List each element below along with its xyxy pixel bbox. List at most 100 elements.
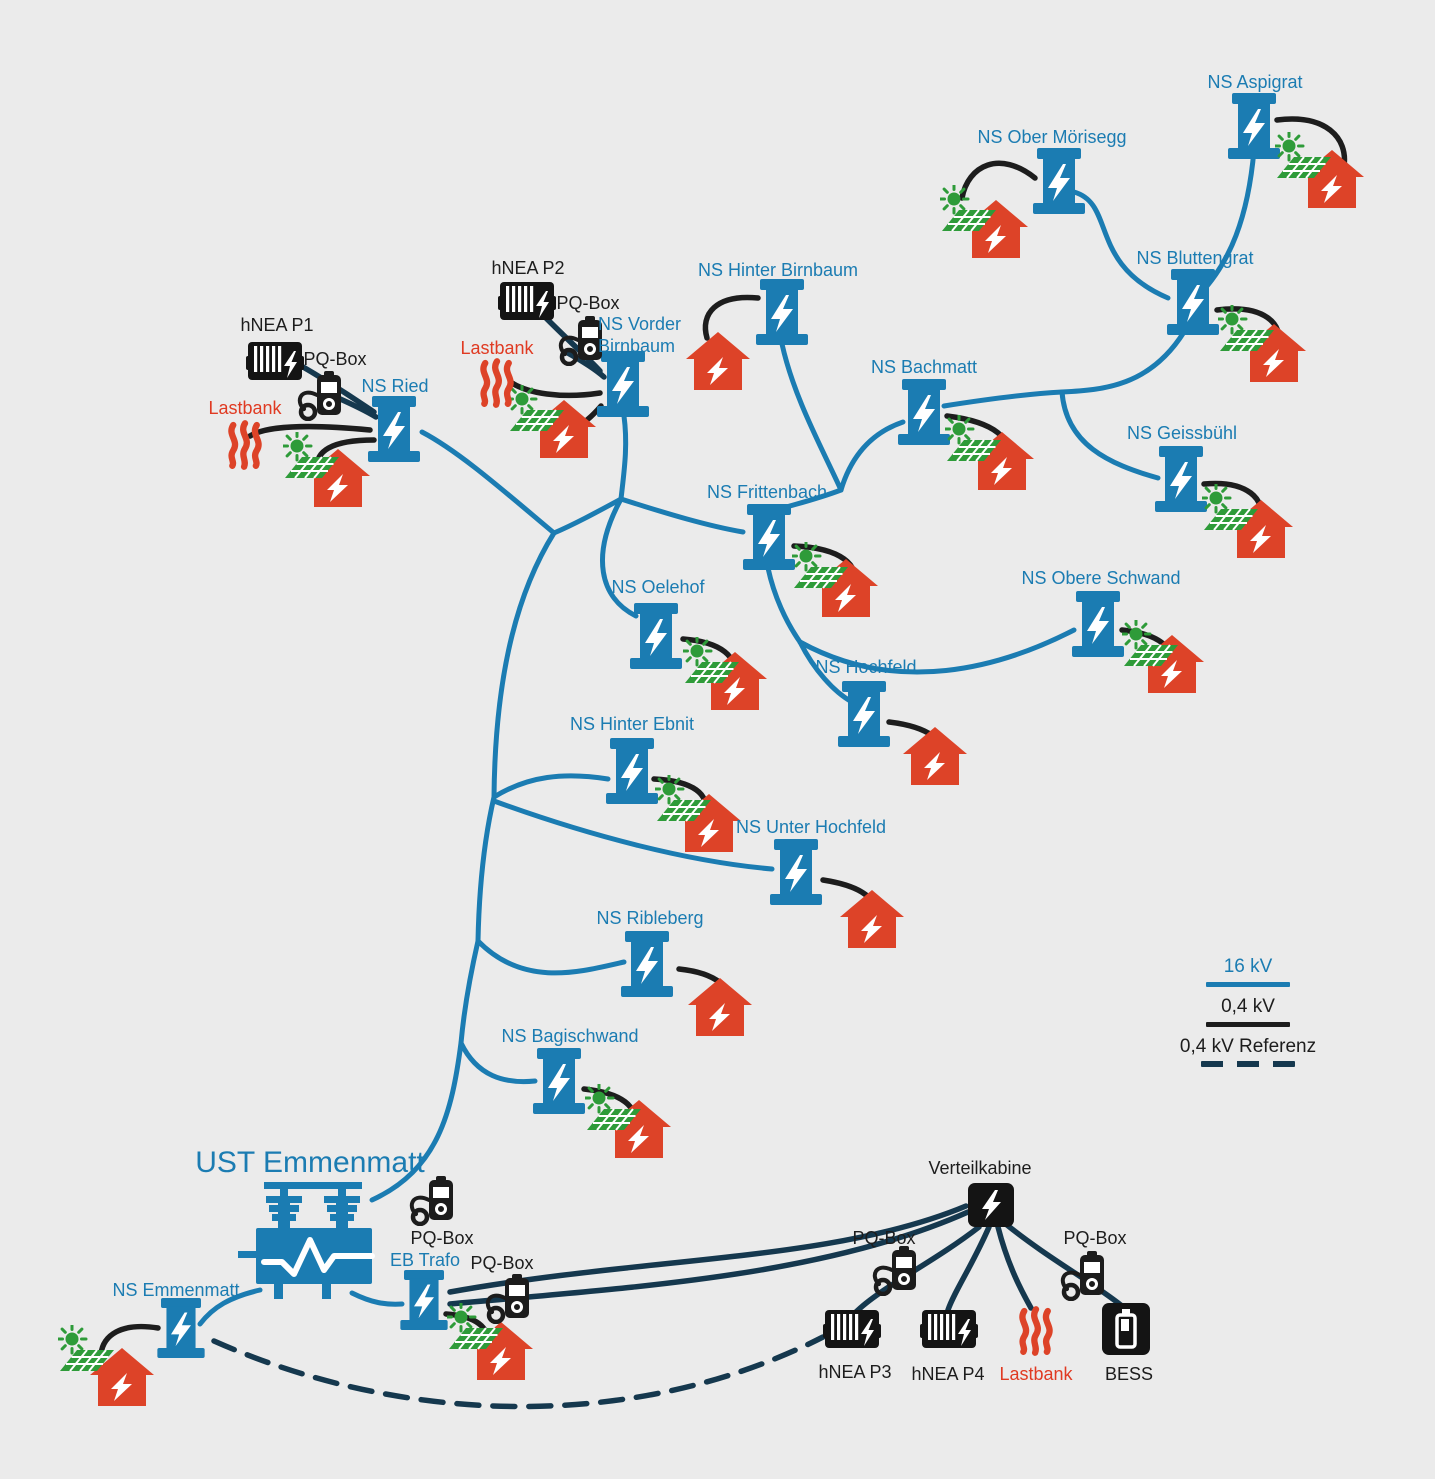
edge-kv16-9 xyxy=(618,496,746,535)
edge-kv16-13 xyxy=(491,530,557,800)
label-bess: BESS xyxy=(1105,1364,1153,1384)
edge-navy-53 xyxy=(945,1224,992,1313)
ns-ober-moerisegg-transformer-icon xyxy=(1033,148,1085,214)
label-lastbank-3: Lastbank xyxy=(999,1364,1073,1384)
label-hnea-p2: hNEA P2 xyxy=(491,258,564,278)
label-hnea-p1: hNEA P1 xyxy=(240,315,313,335)
label-ns-hinter-birnbaum: NS Hinter Birnbaum xyxy=(698,260,858,280)
hinter-birnbaum-house-icon xyxy=(686,332,750,390)
edge-navy-54 xyxy=(995,1224,1034,1311)
ns-unter-hochfeld-transformer-icon xyxy=(770,839,822,905)
label-eb-trafo: EB Trafo xyxy=(390,1250,460,1270)
label-ns-hinter-ebnit: NS Hinter Ebnit xyxy=(570,714,694,734)
unter-hochfeld-house-icon xyxy=(840,890,904,948)
label-ns-hochfeld: NS Hochfeld xyxy=(815,657,916,677)
edge-kv16-16 xyxy=(475,794,497,944)
label-ns-vorder-birnbaum-line-1: Birnbaum xyxy=(598,336,675,356)
edge-navy-55 xyxy=(1004,1222,1125,1309)
label-ns-obere-schwand: NS Obere Schwand xyxy=(1021,568,1180,588)
edge-kv16-18 xyxy=(458,938,481,1046)
legend-label-04kv-referenz: 0,4 kV Referenz xyxy=(1179,1035,1317,1057)
edge-kv16-0 xyxy=(1197,147,1257,297)
legend-line-04kv xyxy=(1206,1021,1290,1027)
bess-box-icon xyxy=(1102,1303,1150,1355)
label-ns-geissbuehl: NS Geissbühl xyxy=(1127,423,1237,443)
edge-kv16-22 xyxy=(349,1290,405,1307)
edge-navy-48 xyxy=(541,313,603,374)
edge-kv04-27 xyxy=(959,160,1038,201)
label-ns-ober-moerisegg: NS Ober Mörisegg xyxy=(977,127,1126,147)
hnea-p4-genset-icon xyxy=(920,1310,978,1348)
ns-ried-transformer-icon xyxy=(368,396,420,462)
pq-box-p1-icon xyxy=(300,371,341,419)
legend-label-16kv: 16 kV xyxy=(1223,956,1273,977)
label-ns-ried: NS Ried xyxy=(361,376,428,396)
edge-ref-56 xyxy=(211,1334,826,1410)
label-ns-unter-hochfeld: NS Unter Hochfeld xyxy=(736,817,886,837)
label-ns-bachmatt: NS Bachmatt xyxy=(871,357,977,377)
edge-kv16-2 xyxy=(1059,329,1187,395)
label-ns-ribleberg: NS Ribleberg xyxy=(596,908,703,928)
legend-line-04kv-referenz xyxy=(1201,1061,1295,1068)
ns-hinter-ebnit-transformer-icon xyxy=(606,738,658,804)
label-pq-box-2: PQ-Box xyxy=(556,293,619,313)
label-lastbank-1: Lastbank xyxy=(208,398,282,418)
edge-kv16-8 xyxy=(618,413,629,502)
edge-kv16-5 xyxy=(838,419,906,493)
edge-kv16-24 xyxy=(797,639,855,705)
hnea-p1-genset-icon xyxy=(246,342,304,380)
edge-kv16-23 xyxy=(765,565,803,645)
ns-frittenbach-transformer-icon xyxy=(743,504,795,570)
edge-kv16-10 xyxy=(600,496,639,619)
edge-kv04-34 xyxy=(509,380,603,399)
pq-box-bottom-right-icon xyxy=(1063,1251,1104,1299)
hochfeld-house-icon xyxy=(903,727,967,785)
label-hnea-p4: hNEA P4 xyxy=(911,1364,984,1384)
ns-hochfeld-transformer-icon xyxy=(838,681,890,747)
lastbank-1-flame-icon xyxy=(231,423,258,466)
verteilkabine-box-icon xyxy=(968,1183,1014,1227)
edge-kv16-3 xyxy=(941,389,1065,409)
ns-obere-schwand-transformer-icon xyxy=(1072,591,1124,657)
edge-kv16-1 xyxy=(1071,189,1171,301)
label-lastbank-2: Lastbank xyxy=(460,338,534,358)
ns-oelehof-transformer-icon xyxy=(630,603,682,669)
hnea-p2-genset-icon xyxy=(498,282,556,320)
label-verteilkabine: Verteilkabine xyxy=(928,1158,1031,1178)
ns-geissbuehl-transformer-icon xyxy=(1155,446,1207,512)
edge-navy-50 xyxy=(447,1203,969,1295)
ns-bachmatt-transformer-icon xyxy=(898,379,950,445)
edge-kv04-26 xyxy=(1274,116,1348,169)
edge-kv16-25 xyxy=(797,627,1077,675)
edge-navy-47 xyxy=(335,395,379,420)
edge-kv16-14 xyxy=(491,773,611,800)
ust-emmenmatt-substation-icon xyxy=(238,1182,372,1299)
label-ns-frittenbach: NS Frittenbach xyxy=(707,482,827,502)
hnea-p3-genset-icon xyxy=(823,1310,881,1348)
ns-bagischwand-transformer-icon xyxy=(533,1048,585,1114)
ribleberg-house-icon xyxy=(688,978,752,1036)
legend-label-04kv: 0,4 kV xyxy=(1221,995,1275,1017)
legend-item-04kv-referenz: 0,4 kV Referenz xyxy=(1180,1036,1316,1068)
ns-vorder-birnbaum-transformer-icon xyxy=(597,351,649,417)
label-ns-emmenmatt: NS Emmenmatt xyxy=(112,1280,239,1300)
label-ns-oelehof: NS Oelehof xyxy=(611,577,705,597)
legend: 16 kV 0,4 kV 0,4 kV Referenz xyxy=(1178,956,1318,1076)
legend-item-04kv: 0,4 kV xyxy=(1206,996,1290,1027)
label-pq-box-ust: PQ-Box xyxy=(410,1228,473,1248)
eb-trafo-transformer-icon xyxy=(400,1270,448,1330)
edge-kv16-4 xyxy=(1059,389,1161,481)
edge-navy-49 xyxy=(563,349,607,380)
edge-kv04-29 xyxy=(702,294,761,341)
ns-hinter-birnbaum-transformer-icon xyxy=(756,279,808,345)
edge-kv16-21 xyxy=(197,1287,263,1327)
edge-kv16-6 xyxy=(779,341,844,493)
label-pq-box-1: PQ-Box xyxy=(303,349,366,369)
label-ns-bluttengrat: NS Bluttengrat xyxy=(1136,248,1253,268)
edge-kv16-12 xyxy=(419,429,557,536)
pq-box-bottom-left-icon xyxy=(875,1246,916,1294)
edge-navy-46 xyxy=(295,361,377,415)
ns-emmenmatt-transformer-icon xyxy=(157,1298,205,1358)
ns-ribleberg-transformer-icon xyxy=(621,931,673,997)
